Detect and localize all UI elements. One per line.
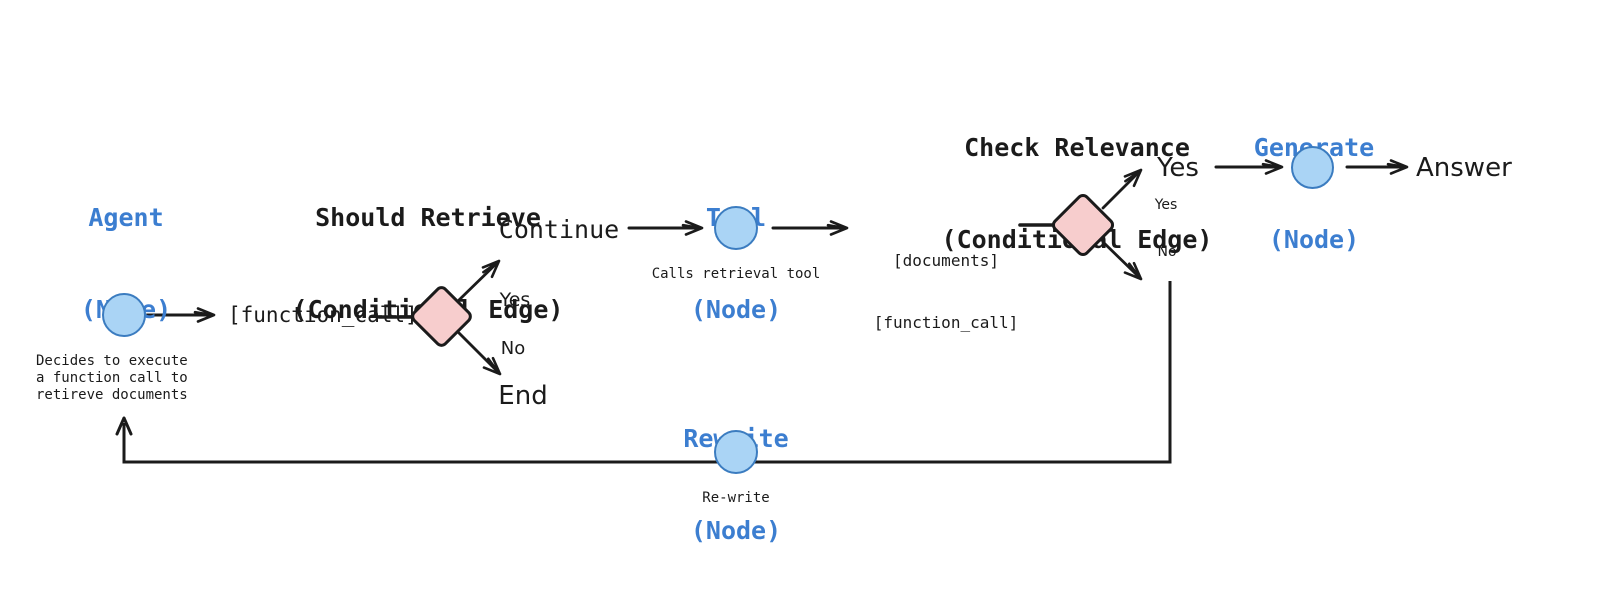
should-retrieve-branch-yes-label: Yes xyxy=(499,289,531,311)
check-relevance-title-line1: Check Relevance xyxy=(964,133,1190,162)
should-retrieve-branch-no-label: No xyxy=(500,338,526,359)
rewrite-node-title: Rewrite (Node) xyxy=(660,363,812,589)
tool-node-circle[interactable] xyxy=(714,206,758,250)
tool-node-title-line2: (Node) xyxy=(690,294,782,324)
should-retrieve-title-line1: Should Retrieve xyxy=(315,203,541,232)
check-relevance-input-line1: [documents] xyxy=(893,250,999,270)
rewrite-node-title-line2: (Node) xyxy=(690,515,782,545)
rewrite-node-caption: Re-write xyxy=(702,490,770,506)
check-relevance-branch-no-label: No xyxy=(1157,244,1177,260)
check-relevance-input-line2: [function_call] xyxy=(873,312,1019,332)
continue-target-label: Continue xyxy=(498,215,620,244)
check-relevance-branch-yes-label: Yes xyxy=(1154,197,1178,213)
tool-node-title: Tool (Node) xyxy=(660,142,812,386)
end-terminal-label: End xyxy=(498,381,548,411)
agent-node-title-line1: Agent xyxy=(88,203,164,232)
generate-node-circle[interactable] xyxy=(1291,146,1334,189)
answer-terminal-label: Answer xyxy=(1416,153,1512,183)
generate-node-title-line2: (Node) xyxy=(1268,224,1360,254)
should-retrieve-edge-title: Should Retrieve (Conditional Edge) xyxy=(268,142,588,386)
should-retrieve-input-label: [function_call] xyxy=(228,303,418,327)
rewrite-node-circle[interactable] xyxy=(714,430,758,474)
check-relevance-input-label: [documents] [function_call] xyxy=(872,209,1020,375)
generate-node-title: Generate (Node) xyxy=(1226,72,1402,316)
tool-node-caption: Calls retrieval tool xyxy=(651,266,821,282)
agent-node-circle[interactable] xyxy=(102,293,146,337)
agent-node-caption: Decides to execute a function call to re… xyxy=(36,353,188,404)
check-relevance-yes-target-label: Yes xyxy=(1157,153,1199,183)
agent-node-title: Agent (Node) xyxy=(45,142,207,386)
